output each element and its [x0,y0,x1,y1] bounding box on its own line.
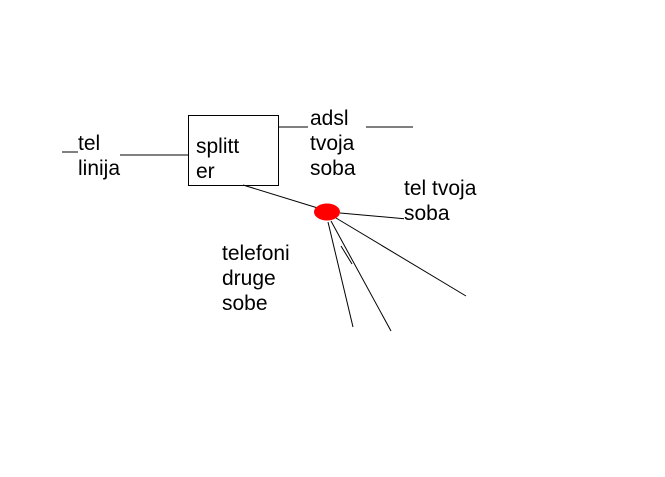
other-room-wire-3 [327,221,354,328]
diagram-lines-group [62,115,467,332]
other-room-wire-2 [330,220,392,332]
junction-dot [314,203,340,221]
splitter-to-junction-wire [242,184,322,210]
junction-to-tel-tvoja-soba-wire [339,212,408,220]
label-adsl-tvoja-soba: adsl tvoja soba [310,106,356,181]
label-telefoni-druge-sobe: telefoni druge sobe [222,241,290,316]
label-splitter: splitt er [196,135,240,183]
label-tel-tvoja-soba: tel tvoja soba [404,176,477,226]
junction-short-stroke [340,245,353,265]
label-tel-linija: tel linija [78,131,121,181]
splitter-box [188,115,279,186]
other-room-wire-1 [335,217,467,297]
